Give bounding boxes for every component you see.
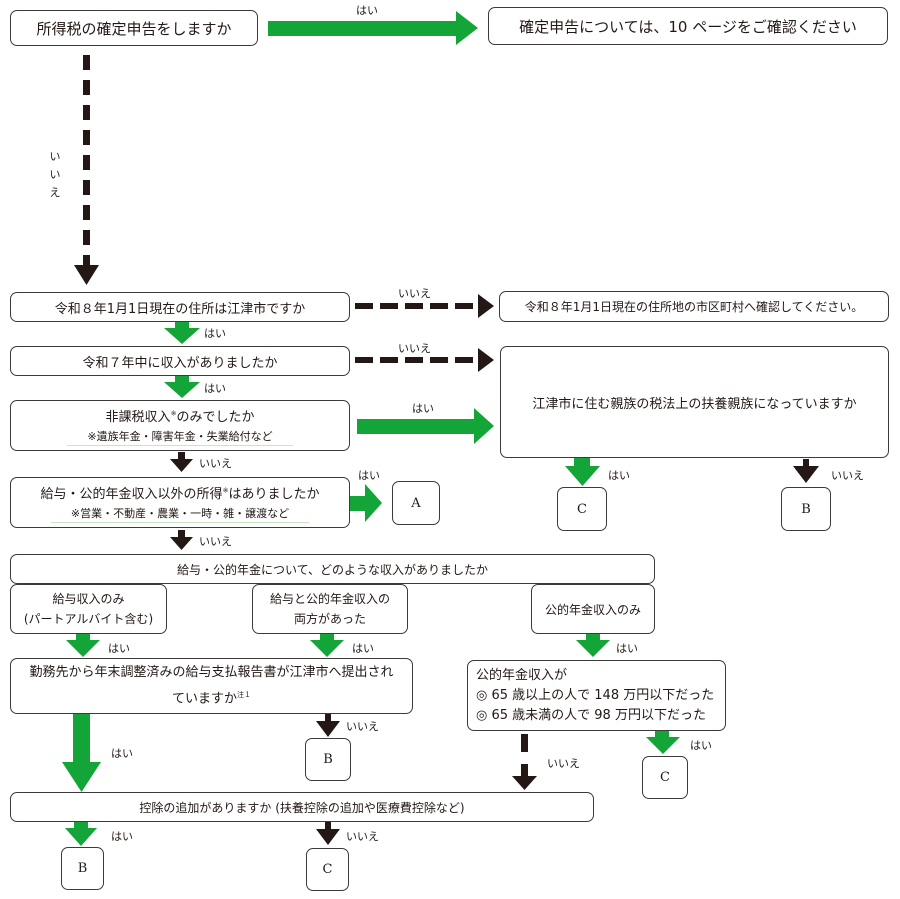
question-file-income-tax-return: 所得税の確定申告をしますか	[10, 10, 258, 46]
arrow-q5-no	[170, 530, 193, 550]
yes-label: はい	[111, 747, 133, 760]
question-additional-deduction: 控除の追加がありますか (扶養控除の追加や医療費控除など)	[10, 792, 594, 822]
arrow-q2-no	[355, 294, 494, 318]
question-other-income: 給与・公的年金収入以外の所得※はありましたか ※営業・不動産・農業・一時・雑・譲…	[10, 477, 350, 528]
result-b: B	[305, 738, 351, 781]
question-year-end-adjustment: 勤務先から年末調整済みの給与支払報告書が江津市へ提出され ていますか注１	[10, 658, 413, 714]
arrow-q7-yes	[62, 714, 101, 792]
no-label: いいえ	[547, 757, 580, 770]
question-text: 江津市に住む親族の税法上の扶養親族になっていますか	[532, 396, 857, 412]
arrow-q5-yes	[350, 484, 382, 522]
yes-label: はい	[111, 830, 133, 843]
no-label: いいえ	[831, 469, 864, 482]
result-b: B	[781, 487, 831, 531]
result-see-page-10: 確定申告については、10 ページをご確認ください	[488, 7, 888, 45]
arrow-dependent-yes	[565, 458, 600, 486]
question-pension-threshold: 公的年金収入が ◎ 65 歳以上の人で 148 万円以下だった ◎ 65 歳未満…	[467, 660, 726, 731]
question-text: 控除の追加がありますか (扶養控除の追加や医療費控除など)	[139, 800, 465, 815]
yes-label: はい	[204, 382, 226, 395]
yes-label: はい	[608, 469, 630, 482]
result-text: 令和８年1月1日現在の住所地の市区町村へ確認してください。	[524, 300, 864, 314]
no-label: いいえ	[199, 457, 232, 470]
no-label: いいえ	[199, 535, 232, 548]
arrow-q8-no	[512, 734, 537, 790]
option-salary-only: 給与収入のみ (パートアルバイト含む)	[10, 584, 167, 634]
arrow-q3-no	[355, 348, 494, 372]
arrow-both-yes	[310, 634, 344, 657]
result-c: C	[642, 756, 688, 799]
no-label: いいえ	[346, 720, 379, 733]
result-c: C	[306, 848, 349, 891]
question-text: 非課税収入※のみでしたか	[105, 409, 255, 425]
arrow-pension-yes	[576, 634, 610, 657]
question-income-type: 給与・公的年金について、どのような収入がありましたか	[10, 554, 655, 584]
arrow-q4-yes	[357, 408, 494, 444]
yes-label: はい	[352, 642, 374, 655]
result-a: A	[392, 481, 440, 525]
arrow-q3-yes	[164, 376, 200, 398]
no-label: いいえ	[398, 342, 431, 355]
question-dependent-of-relative: 江津市に住む親族の税法上の扶養親族になっていますか	[500, 346, 889, 458]
question-text: 令和８年1月1日現在の住所は江津市ですか	[54, 301, 306, 317]
result-text: 確定申告については、10 ページをご確認ください	[519, 17, 857, 36]
yes-label: はい	[108, 642, 130, 655]
no-label: いいえ	[398, 287, 431, 300]
yes-label: はい	[690, 739, 712, 752]
no-label-vertical: いいえ	[49, 150, 61, 199]
arrow-q9-no	[316, 822, 340, 845]
arrow-dependent-no	[793, 459, 819, 483]
question-text: 所得税の確定申告をしますか	[36, 19, 232, 38]
yes-label: はい	[356, 4, 378, 17]
arrow-q9-yes	[65, 822, 97, 846]
arrow-salary-yes	[66, 634, 100, 657]
yes-label: はい	[412, 402, 434, 415]
question-note: ※営業・不動産・農業・一時・雑・譲渡など	[50, 505, 310, 523]
question-note: ※遺族年金・障害年金・失業給付など	[67, 428, 293, 446]
result-b: B	[61, 847, 104, 890]
question-text: 給与・公的年金収入以外の所得※はありましたか	[40, 486, 320, 502]
question-text: 給与・公的年金について、どのような収入がありましたか	[176, 562, 489, 577]
result-check-with-municipality: 令和８年1月1日現在の住所地の市区町村へ確認してください。	[499, 291, 889, 322]
yes-label: はい	[616, 642, 638, 655]
arrow-q2-yes	[164, 322, 200, 344]
arrow-q7-no	[316, 714, 340, 737]
no-label: いいえ	[346, 830, 379, 843]
question-text: 令和７年中に収入がありましたか	[82, 355, 278, 371]
question-address-gotsu: 令和８年1月1日現在の住所は江津市ですか	[10, 292, 350, 322]
yes-label: はい	[204, 327, 226, 340]
arrow-q4-no	[170, 452, 193, 472]
arrow-q1-no	[74, 55, 99, 285]
yes-label: はい	[358, 469, 380, 482]
option-salary-and-pension: 給与と公的年金収入の 両方があった	[252, 584, 408, 634]
question-income-in-r7: 令和７年中に収入がありましたか	[10, 346, 350, 376]
arrow-q1-yes	[268, 11, 478, 45]
arrow-q8-yes	[646, 731, 680, 754]
question-nontaxable-only: 非課税収入※のみでしたか ※遺族年金・障害年金・失業給付など	[10, 400, 350, 451]
result-c: C	[557, 487, 607, 531]
option-pension-only: 公的年金収入のみ	[531, 584, 655, 634]
